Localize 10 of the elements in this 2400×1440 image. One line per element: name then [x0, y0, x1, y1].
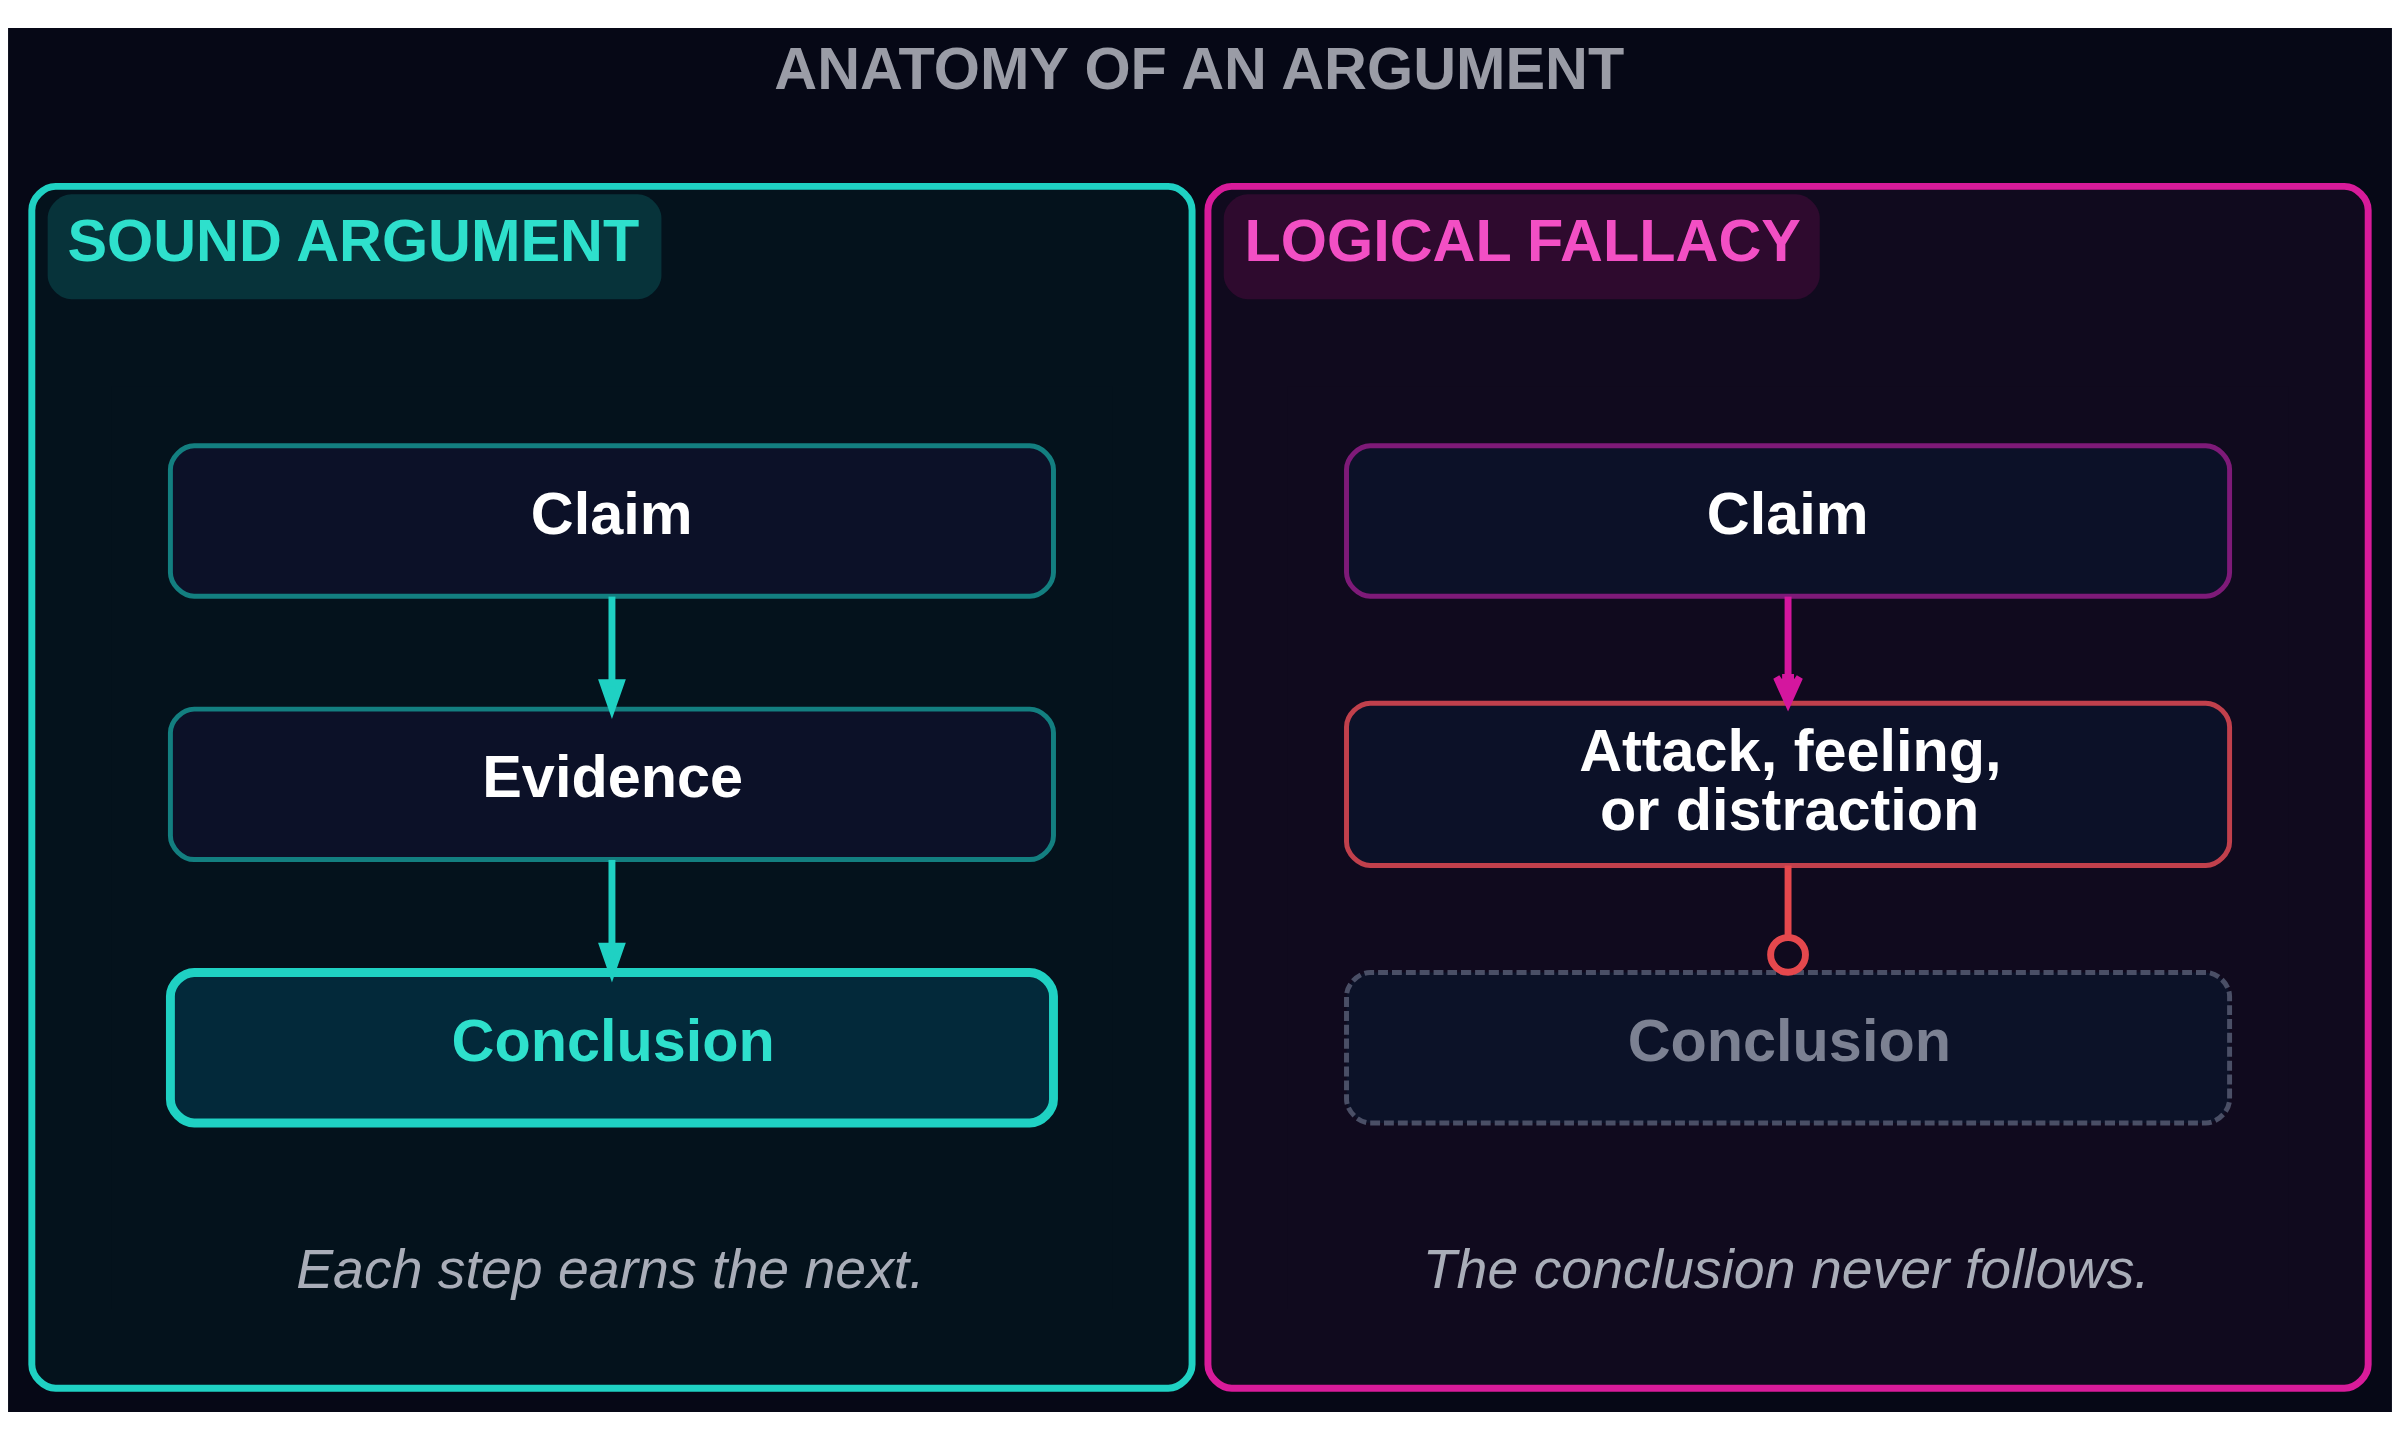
- node-box: Claim: [1344, 443, 2233, 599]
- node-box: Evidence: [167, 706, 1056, 863]
- node-box: Conclusion: [165, 968, 1058, 1128]
- arrow: [598, 859, 626, 983]
- arrow: [598, 596, 626, 720]
- node-box: Conclusion: [1344, 969, 2233, 1126]
- node-box: Claim: [167, 443, 1056, 599]
- connector: [1767, 865, 1809, 976]
- node-box: Attack, feeling, or distraction: [1344, 700, 2233, 868]
- diagram-title: ANATOMY OF AN ARGUMENT: [774, 35, 1625, 103]
